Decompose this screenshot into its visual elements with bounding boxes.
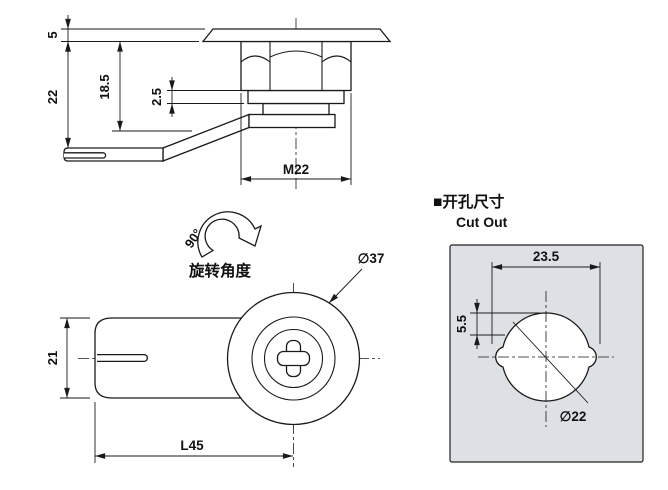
washer-profile: [247, 89, 345, 105]
lock-cylinder-circle: [263, 328, 324, 389]
cam-lever-bend: [162, 113, 250, 162]
cap-profile: [201, 28, 392, 43]
dim-cutout-offset-label: 5.5: [454, 315, 469, 333]
rotation-arrow-icon: [197, 211, 263, 258]
dim-overall-label: 22: [45, 90, 60, 104]
shaft-profile: [262, 102, 330, 116]
side-view-dimensions: 5 22 18.5 2.5 M22: [45, 15, 352, 185]
rotation-indicator: 90° 旋转角度: [182, 211, 263, 280]
dim-under-head-label: 18.5: [97, 74, 112, 99]
section-marker: ■: [433, 194, 442, 211]
lock-face-bezel-circle: [251, 316, 336, 401]
side-view: [63, 18, 392, 190]
cutout-heading-cn: ■开孔尺寸: [433, 192, 505, 211]
dim-cap-height-label: 5: [45, 31, 60, 38]
nut-profile: [240, 40, 352, 92]
lock-body-front: [94, 317, 263, 399]
cutout-heading-en: Cut Out: [456, 214, 508, 230]
front-view-dimensions: ∅37 21 L45: [45, 251, 384, 463]
dim-cutout-width-label: 23.5: [533, 249, 560, 264]
body-slot: [97, 353, 148, 363]
keyway-horizontal: [276, 350, 311, 367]
dim-body-height-label: 21: [45, 351, 60, 365]
dim-washer-label: 2.5: [149, 88, 164, 106]
dim-face-diameter-label: ∅37: [358, 251, 385, 266]
cam-lever-slot: [64, 152, 107, 159]
dim-hole-diameter-label: ∅22: [560, 409, 587, 424]
front-view: [78, 283, 380, 467]
rotation-caption: 旋转角度: [188, 261, 252, 280]
cutout-section: ■开孔尺寸 Cut Out 23.5 5.5 ∅22: [433, 192, 644, 463]
dim-length-label: L45: [180, 438, 204, 453]
cam-lever-hub: [248, 113, 336, 129]
nut-chamfer-arcs: [240, 50, 352, 63]
dim-thread-label: M22: [283, 162, 309, 177]
